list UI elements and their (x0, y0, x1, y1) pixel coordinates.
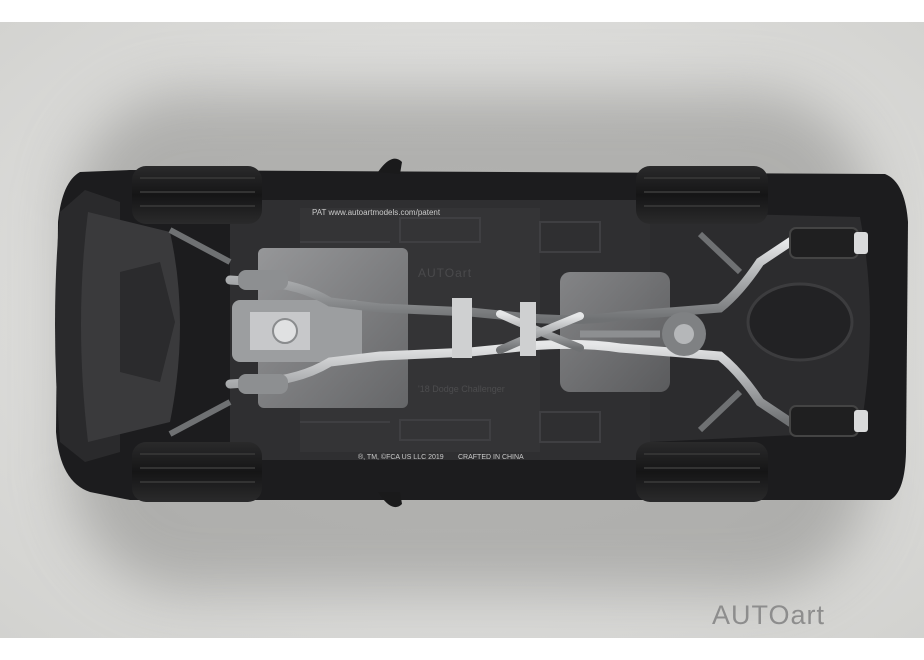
front-left-tire (132, 166, 262, 224)
rear-left-tire (636, 166, 768, 224)
brand-watermark: AUTOart (712, 600, 826, 630)
left-tailpipe-tip (854, 232, 868, 254)
right-muffler (789, 405, 859, 437)
right-mirror (378, 492, 402, 508)
patent-text: PAT www.autoartmodels.com/patent (312, 208, 441, 217)
right-cat (238, 374, 288, 394)
embossed-logo: AUTOart (418, 266, 473, 280)
model-name-text: '18 Dodge Challenger (418, 384, 505, 394)
left-mirror (378, 158, 402, 174)
left-muffler (789, 227, 859, 259)
exhaust-system (225, 237, 865, 427)
copyright-text: ®, TM, ©FCA US LLC 2019 (358, 454, 444, 461)
photo-backdrop: PAT www.autoartmodels.com/patent AUTOart… (0, 22, 924, 638)
crafted-text: CRAFTED IN CHINA (458, 454, 524, 461)
right-tailpipe-tip (854, 410, 868, 432)
rear-right-tire (636, 442, 768, 502)
left-cat (238, 270, 288, 290)
car-underside-illustration (55, 158, 908, 508)
front-right-tire (132, 442, 262, 502)
